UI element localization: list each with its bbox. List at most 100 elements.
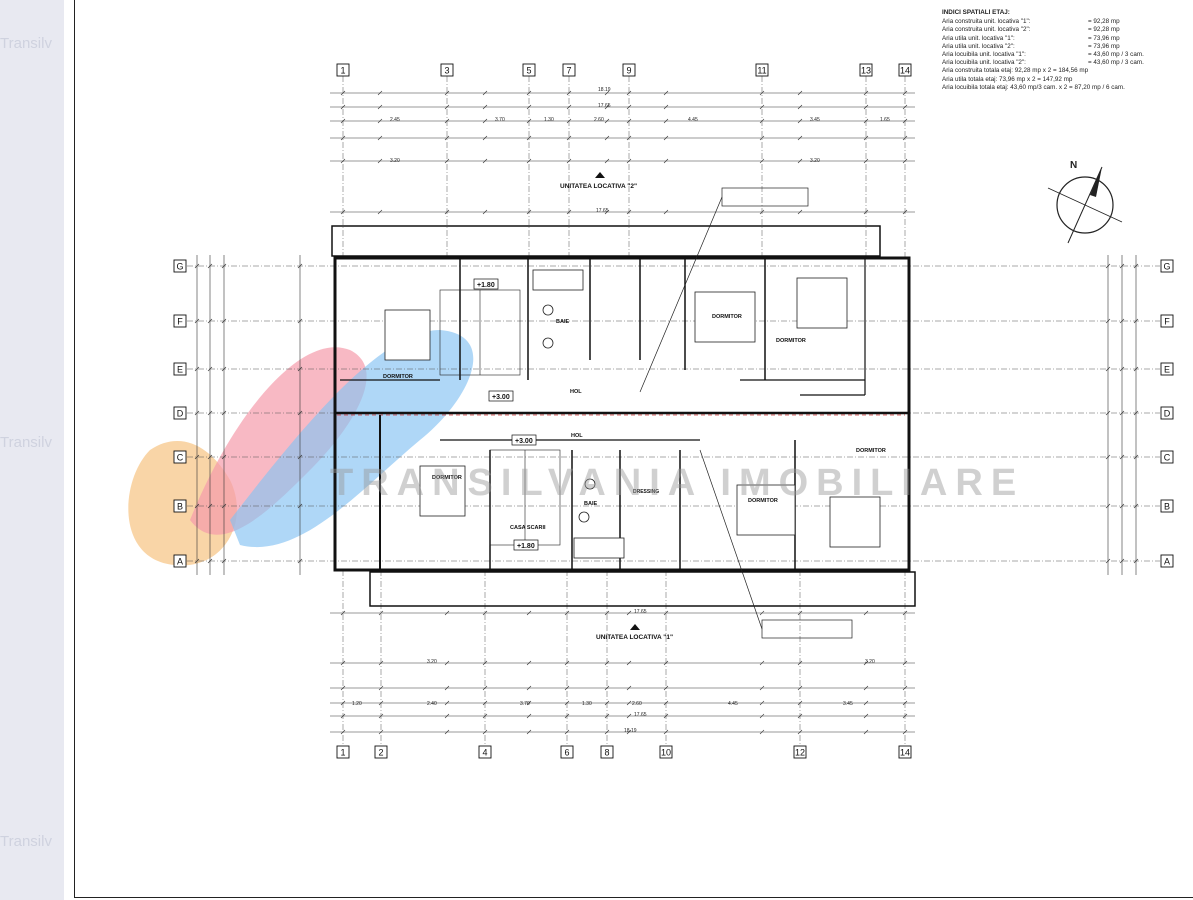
dimension-text: 18.19 [598,87,611,93]
dimension-tick [194,558,200,564]
axis-bubble [336,745,350,759]
axis-bubble [173,406,187,420]
indices-row: Aria utila unit. locativa "1":= 73,96 mp [942,35,1172,43]
dimension-text: 3.45 [810,117,820,123]
dimension-tick [377,118,383,124]
indices-label: Aria utila unit. locativa "2": [942,42,1015,50]
dimension-tick [863,700,869,706]
room-label: DORMITOR [856,448,886,454]
level-markers: +1.80 +3.00 +3.00 +1.80 [473,278,539,551]
dimension-tick [663,90,669,96]
axis-label: 2 [378,748,383,758]
axis-label: D [1164,409,1171,419]
north-label: N [1070,160,1077,171]
room-label: DORMITOR [712,314,742,320]
dimension-text: 2.60 [594,117,604,123]
dimension-tick [444,685,450,691]
dimension-tick [526,713,532,719]
dimension-tick [526,700,532,706]
dimension-tick [759,135,765,141]
dimension-tick [526,135,532,141]
dimension-text: 3.70 [495,117,505,123]
drawing-frame [74,0,1193,898]
watermark-fragment: Transilv [0,35,52,52]
axis-bubble [1160,259,1174,273]
axis-bubble [374,745,388,759]
room-label: HOL [571,433,583,439]
unit-title: UNITATEA LOCATIVA "1" [596,634,673,641]
axis-bubble [173,362,187,376]
dimension-tick [194,410,200,416]
dimension-tick [863,685,869,691]
axis-bubble [173,499,187,513]
room-label: DORMITOR [383,374,413,380]
axis-label: 14 [900,66,910,76]
axis-bubble [478,745,492,759]
dimension-tick [482,610,488,616]
dimension-tick [626,713,632,719]
axis-label: G [176,262,183,272]
dimension-tick [564,610,570,616]
indices-row: Aria locuibila unit. locativa "1":= 43,6… [942,51,1172,59]
axis-bubble [560,745,574,759]
axis-label: 1 [340,66,345,76]
dimension-tick [194,318,200,324]
indices-value: = 73,96 mp [1088,42,1120,50]
axis-bubble [1160,499,1174,513]
axis-label: C [177,453,184,463]
dimension-tick [482,135,488,141]
staircase-upper [439,289,521,376]
dimension-text: 1.30 [544,117,554,123]
axis-bubble [1160,450,1174,464]
watermark-fragment: Transilv [0,434,52,451]
dimension-tick [604,118,610,124]
dimension-tick [663,104,669,110]
indices-row: Aria construita unit. locativa "1":= 92,… [942,18,1172,26]
dimension-tick [194,454,200,460]
dimension-tick [444,660,450,666]
room-label: DORMITOR [748,498,778,504]
dimension-text: 17.65 [634,712,647,718]
dimension-tick [194,366,200,372]
dimension-tick [340,135,346,141]
dimension-tick [377,90,383,96]
dimension-tick [797,90,803,96]
axis-label: 13 [861,66,871,76]
axis-bubble [522,63,536,77]
axis-label: 5 [526,66,531,76]
dimension-tick [663,158,669,164]
indices-total: Aria utila totala etaj: 73,96 mp x 2 = 1… [942,75,1073,83]
dimension-text: 17.65 [598,103,611,109]
dimension-tick [444,135,450,141]
dimension-text: 1.30 [582,701,592,707]
dimension-tick [797,610,803,616]
dimension-texts: 18.19 17.65 17.65 17.65 17.65 18.19 2.45… [352,87,890,734]
axis-bubble [859,63,873,77]
level-marker: +1.80 [477,282,495,289]
axis-bubble [1160,362,1174,376]
axis-label: E [1164,365,1170,375]
dimension-text: 3.20 [810,158,820,164]
indices-row: Aria construita unit. locativa "2":= 92,… [942,26,1172,34]
dimension-text: 2.40 [427,701,437,707]
dimension-tick [444,700,450,706]
dimension-tick [759,610,765,616]
dimension-tick [377,209,383,215]
axis-label: E [177,365,183,375]
room-label: BAIE [584,501,597,507]
dimension-tick [797,158,803,164]
axis-bubble [336,63,350,77]
level-marker: +3.00 [492,394,510,401]
dimension-tick [626,610,632,616]
room-labels: DORMITOR DORMITOR DORMITOR DORMITOR DORM… [383,314,886,531]
axis-bubble [1160,554,1174,568]
dimension-text: 3.20 [427,659,437,665]
dimension-tick [759,729,765,735]
dimension-tick [377,104,383,110]
axis-label: 11 [757,66,766,76]
axis-label: 4 [482,748,487,758]
axis-bubble [898,745,912,759]
dimension-text: 2.60 [632,701,642,707]
dimension-tick [663,610,669,616]
